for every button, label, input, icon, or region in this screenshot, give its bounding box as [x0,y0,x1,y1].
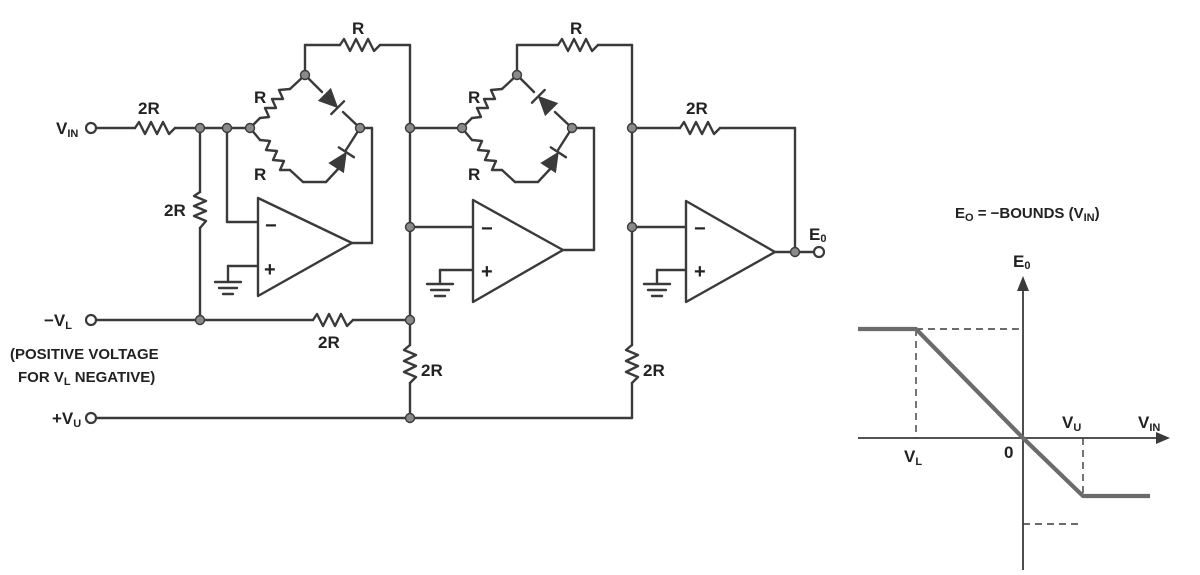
diode-bridge2-upper [530,88,559,117]
resistor-2r-shunt [192,190,208,230]
resistor-r-bridge1-bottom [258,138,292,172]
resistor-label-2r: 2R [421,361,443,380]
resistor-label-r: R [352,19,364,38]
op-amps: − + − + − + [256,196,777,304]
plus-vu-terminal [84,411,98,425]
vl-note-line1: (POSITIVE VOLTAGE [10,346,159,363]
vin-axis-label: VIN [1138,413,1160,434]
minus-vl-label: −VL [44,311,72,332]
op-amp-2 [471,198,565,304]
terminals [84,121,826,425]
resistor-2r-bus-2 [624,343,640,385]
op-amp-3-minus: − [694,218,706,240]
resistor-label-2r: 2R [164,201,186,220]
resistor-label-r: R [254,165,266,184]
resistor-label-2r: 2R [643,361,665,380]
arrow-right-icon [1156,432,1170,444]
circuit-wires [94,43,816,420]
resistor-r-bridge2-bottom [470,138,504,172]
diode-bridge1-upper [317,87,346,116]
resistor-label-r: R [570,19,582,38]
ground-icon [642,282,672,298]
ground-symbols [213,280,672,298]
minus-vl-terminal [84,313,98,327]
vl-note-line2: FOR VL NEGATIVE) [18,369,155,388]
diodes [317,87,568,174]
resistor-label-2r: 2R [318,333,340,352]
transfer-curve [858,326,1150,499]
op-amp-1-minus: − [265,215,277,237]
ground-icon [213,280,243,296]
op-amp-3-plus: + [694,261,706,283]
transfer-graph: E0 VIN VU VL 0 [858,252,1170,570]
vin-label: VIN [56,119,78,140]
resistor-label-r: R [468,88,480,107]
resistor-2r-input [133,120,177,136]
origin-label: 0 [1004,443,1013,462]
resistor-2r-vl [311,312,355,328]
resistor-r-bridge1-top [258,87,292,120]
resistor-r-feedback-1 [338,37,382,53]
vu-axis-label: VU [1062,413,1081,434]
resistor-2r-bus-1 [402,343,418,385]
eo-axis-label: E0 [1013,252,1030,272]
eo-output-label: E0 [809,225,826,245]
op-amp-1 [256,196,354,298]
resistor-label-2r: 2R [138,99,160,118]
op-amp-1-plus: + [264,259,276,281]
resistor-label-2r: 2R [686,99,708,118]
circuit-labels: VIN 2R 2R R R R R R R 2R 2R 2R 2R E0 −VL… [10,19,826,430]
diode-bridge1-lower [328,146,356,174]
diode-bridge2-lower [540,146,568,174]
vin-terminal [84,121,98,135]
eo-terminal [812,245,826,259]
resistor-r-feedback-2 [556,37,600,53]
resistor-label-r: R [468,165,480,184]
vl-axis-label: VL [904,447,922,468]
resistor-r-bridge2-top [470,87,504,120]
plus-vu-label: +VU [52,409,81,430]
ground-icon [425,282,455,298]
op-amp-2-plus: + [481,261,493,283]
junction-dots [194,69,801,424]
op-amp-3 [684,199,777,304]
resistor-2r-output [678,120,722,136]
resistor-label-r: R [254,88,266,107]
op-amp-2-minus: − [481,218,493,240]
arrow-up-icon [1017,276,1029,291]
transfer-equation: EO = −BOUNDS (VIN) [955,205,1100,224]
